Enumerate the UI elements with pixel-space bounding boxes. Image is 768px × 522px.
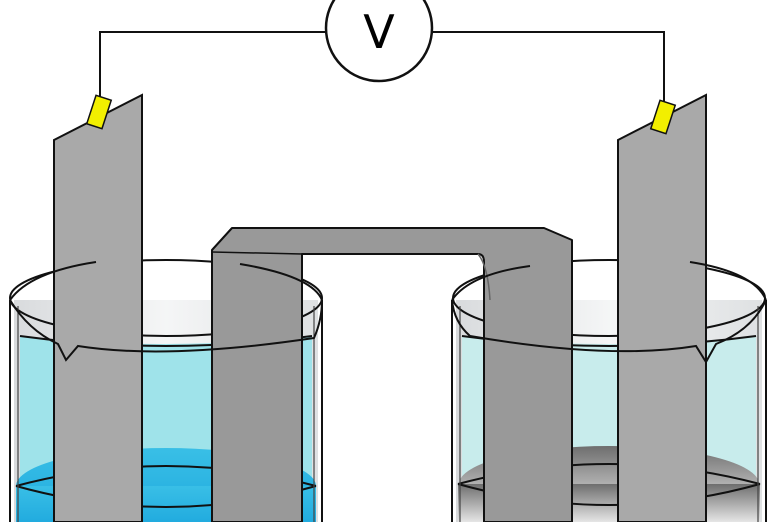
right-electrode-plate <box>617 93 707 522</box>
right-beaker-front <box>451 261 767 364</box>
left-terminal <box>85 94 113 130</box>
voltmeter: V <box>324 0 434 83</box>
salt-bridge-body <box>211 227 573 522</box>
right-terminal <box>649 99 677 135</box>
left-electrode <box>53 93 143 522</box>
left-beaker-front <box>9 261 323 362</box>
right-beaker-rim-front <box>451 299 767 364</box>
left-electrode-plate <box>53 93 143 522</box>
right-wire <box>432 31 665 104</box>
circuit-wires <box>99 31 665 104</box>
left-beaker-rim-front <box>9 299 323 362</box>
voltmeter-dial <box>324 0 434 83</box>
salt-bridge <box>211 227 573 522</box>
right-electrode <box>617 93 707 522</box>
left-wire <box>99 31 326 100</box>
voltmeter-label: V <box>363 5 395 59</box>
